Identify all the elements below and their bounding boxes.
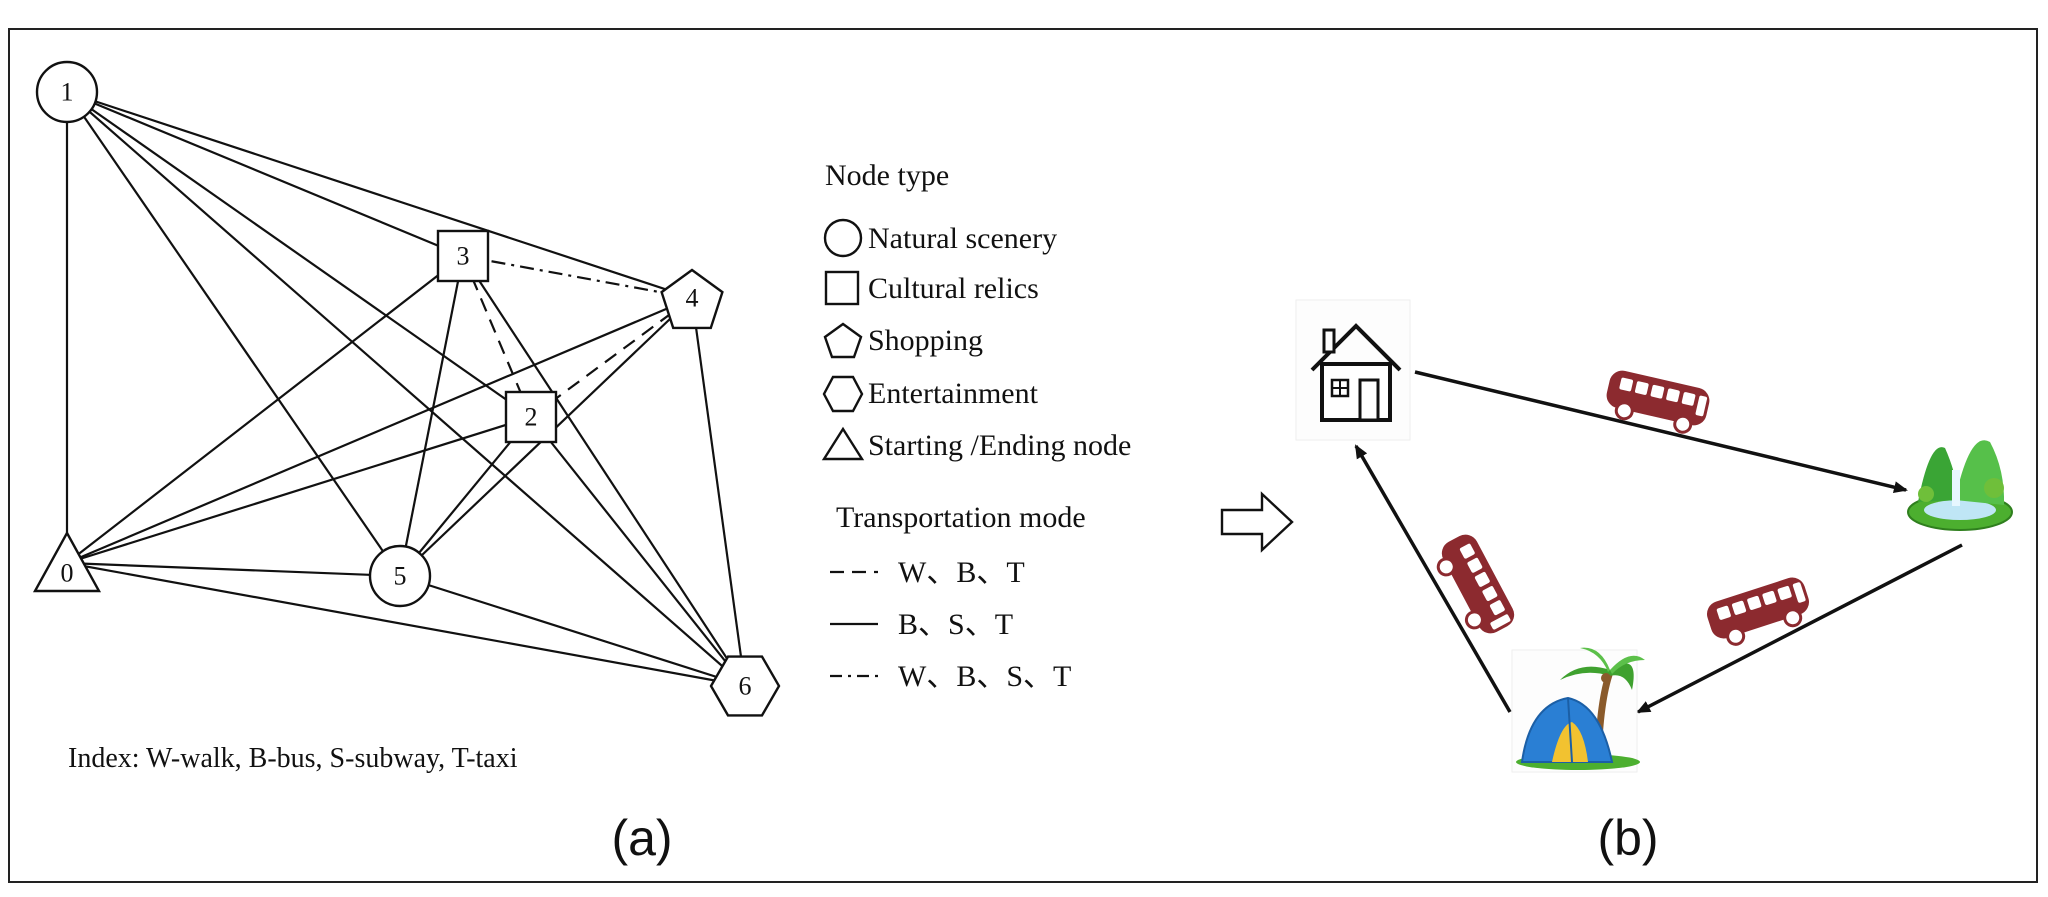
legend-label: Natural scenery (868, 222, 1057, 255)
bus-icon (1599, 365, 1715, 439)
legend-dashed: W、B、T (830, 556, 1025, 589)
node-label: 6 (739, 672, 752, 701)
node-shape-circle (368, 544, 432, 608)
edge-1-5 (66, 91, 401, 577)
pentagon-icon (823, 322, 863, 359)
node-shape-triangle (32, 530, 102, 593)
legend: Node type Natural scenery Cultural relic… (821, 159, 1131, 693)
legend-cultural-relics: Cultural relics (824, 270, 1039, 306)
legend-natural-scenery: Natural scenery (823, 218, 1057, 258)
edge-1-3 (66, 90, 464, 258)
node-label: 1 (61, 78, 74, 107)
legend-label: W、B、T (898, 556, 1025, 589)
hexagon-icon (822, 375, 864, 413)
edge-1-4 (66, 90, 693, 300)
node-2: 2 (504, 390, 558, 444)
node-5: 5 (368, 544, 432, 608)
transport-title: Transportation mode (836, 501, 1086, 534)
graph-nodes: 1 0 3 4 2 5 6 (32, 60, 781, 717)
node-3: 3 (436, 229, 490, 283)
legend-dashdot: W、B、S、T (830, 660, 1071, 693)
circle-icon (823, 218, 863, 258)
route-arrow-scenery-to-camp (1636, 543, 1963, 714)
panel-a-label: (a) (611, 810, 672, 866)
node-1: 1 (35, 60, 99, 124)
node-label: 5 (394, 562, 407, 591)
waterfall-scenery-icon (1907, 440, 2013, 531)
legend-start-end: Starting /Ending node (821, 426, 1131, 462)
panel-b-label: (b) (1597, 810, 1658, 866)
edge-3-4 (462, 254, 693, 300)
node-6: 6 (709, 655, 781, 717)
route-illustration (1295, 299, 2013, 773)
edge-0-2 (66, 415, 532, 565)
node-label: 3 (457, 242, 470, 271)
node-0: 0 (32, 530, 102, 593)
edge-3-6 (462, 255, 746, 687)
edge-5-6 (399, 574, 746, 688)
graph-edges (65, 90, 747, 688)
network-graph: 1 0 3 4 2 5 6 (32, 60, 781, 717)
transform-arrow-icon (1220, 491, 1294, 553)
edge-2-4 (530, 297, 693, 418)
edge-0-6 (66, 561, 746, 688)
legend-solid: B、S、T (830, 608, 1013, 641)
edge-0-4 (66, 296, 693, 565)
bus-icon (1427, 527, 1522, 645)
legend-label: Cultural relics (868, 272, 1039, 305)
index-note: Index: W-walk, B-bus, S-subway, T-taxi (68, 743, 518, 774)
node-4: 4 (660, 268, 724, 330)
legend-shopping: Shopping (823, 322, 983, 359)
node-type-title: Node type (825, 159, 949, 192)
legend-label: B、S、T (898, 608, 1013, 641)
legend-label: Starting /Ending node (868, 429, 1131, 462)
node-shape-hexagon (709, 655, 781, 717)
edge-0-3 (66, 255, 464, 564)
node-label: 2 (525, 403, 538, 432)
legend-label: Entertainment (868, 377, 1039, 410)
edge-1-2 (66, 91, 532, 418)
edge-3-2 (461, 255, 533, 418)
edge-4-6 (690, 297, 747, 687)
edge-2-5 (399, 416, 532, 577)
node-shape-pentagon (660, 268, 724, 330)
legend-label: Shopping (868, 324, 983, 357)
legend-entertainment: Entertainment (822, 375, 1039, 413)
legend-label: W、B、S、T (898, 660, 1071, 693)
node-label: 4 (686, 284, 699, 313)
edge-1-6 (66, 91, 746, 687)
tent-palm-icon (1511, 647, 1645, 773)
house-icon (1295, 299, 1411, 441)
route-arrow-camp-to-house (1354, 444, 1512, 713)
node-shape-square (436, 229, 490, 283)
node-label: 0 (61, 559, 74, 588)
bus-icon (1700, 571, 1818, 653)
route-arrow-house-to-scenery (1414, 370, 1908, 494)
square-icon (824, 270, 860, 306)
edge-2-6 (530, 416, 746, 687)
edge-3-5 (398, 255, 465, 577)
node-shape-circle (35, 60, 99, 124)
figure-frame (8, 28, 2038, 883)
triangle-icon (821, 426, 865, 461)
edge-0-5 (66, 561, 401, 578)
node-shape-square (504, 390, 558, 444)
